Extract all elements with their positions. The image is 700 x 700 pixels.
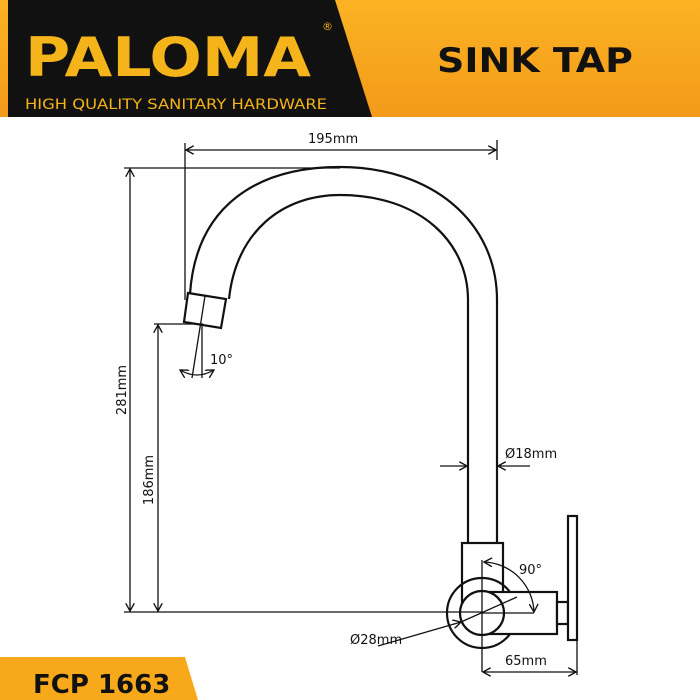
header-banner: PALOMA ® HIGH QUALITY SANITARY HARDWARE … — [0, 0, 700, 117]
aerator-nozzle — [182, 291, 228, 330]
spout-inner-curve — [227, 193, 470, 543]
width-label: 195mm — [308, 132, 358, 147]
registered-mark: ® — [322, 20, 333, 33]
height-label: 281mm — [115, 365, 130, 415]
body-diameter-label: Ø28mm — [350, 633, 402, 648]
brand-logo: PALOMA — [25, 26, 311, 89]
dimension-lines — [124, 140, 578, 675]
model-code: FCP 1663 — [33, 670, 170, 700]
logo-panel — [8, 0, 372, 117]
model-badge: FCP 1663 — [0, 657, 198, 700]
model-badge-background — [0, 657, 198, 700]
spout-angle-label: 10° — [210, 353, 233, 368]
spout-outer-curve — [188, 165, 499, 543]
pipe-diameter-label: Ø18mm — [505, 447, 557, 462]
product-type-title: SINK TAP — [437, 41, 633, 81]
connector — [555, 600, 570, 626]
depth-label: 65mm — [505, 654, 547, 669]
body-angle-label: 90° — [519, 563, 542, 578]
spout-height-label: 186mm — [142, 455, 157, 505]
brand-tagline: HIGH QUALITY SANITARY HARDWARE — [25, 97, 327, 113]
angle-arc — [484, 562, 534, 612]
wall-plate — [566, 514, 579, 642]
